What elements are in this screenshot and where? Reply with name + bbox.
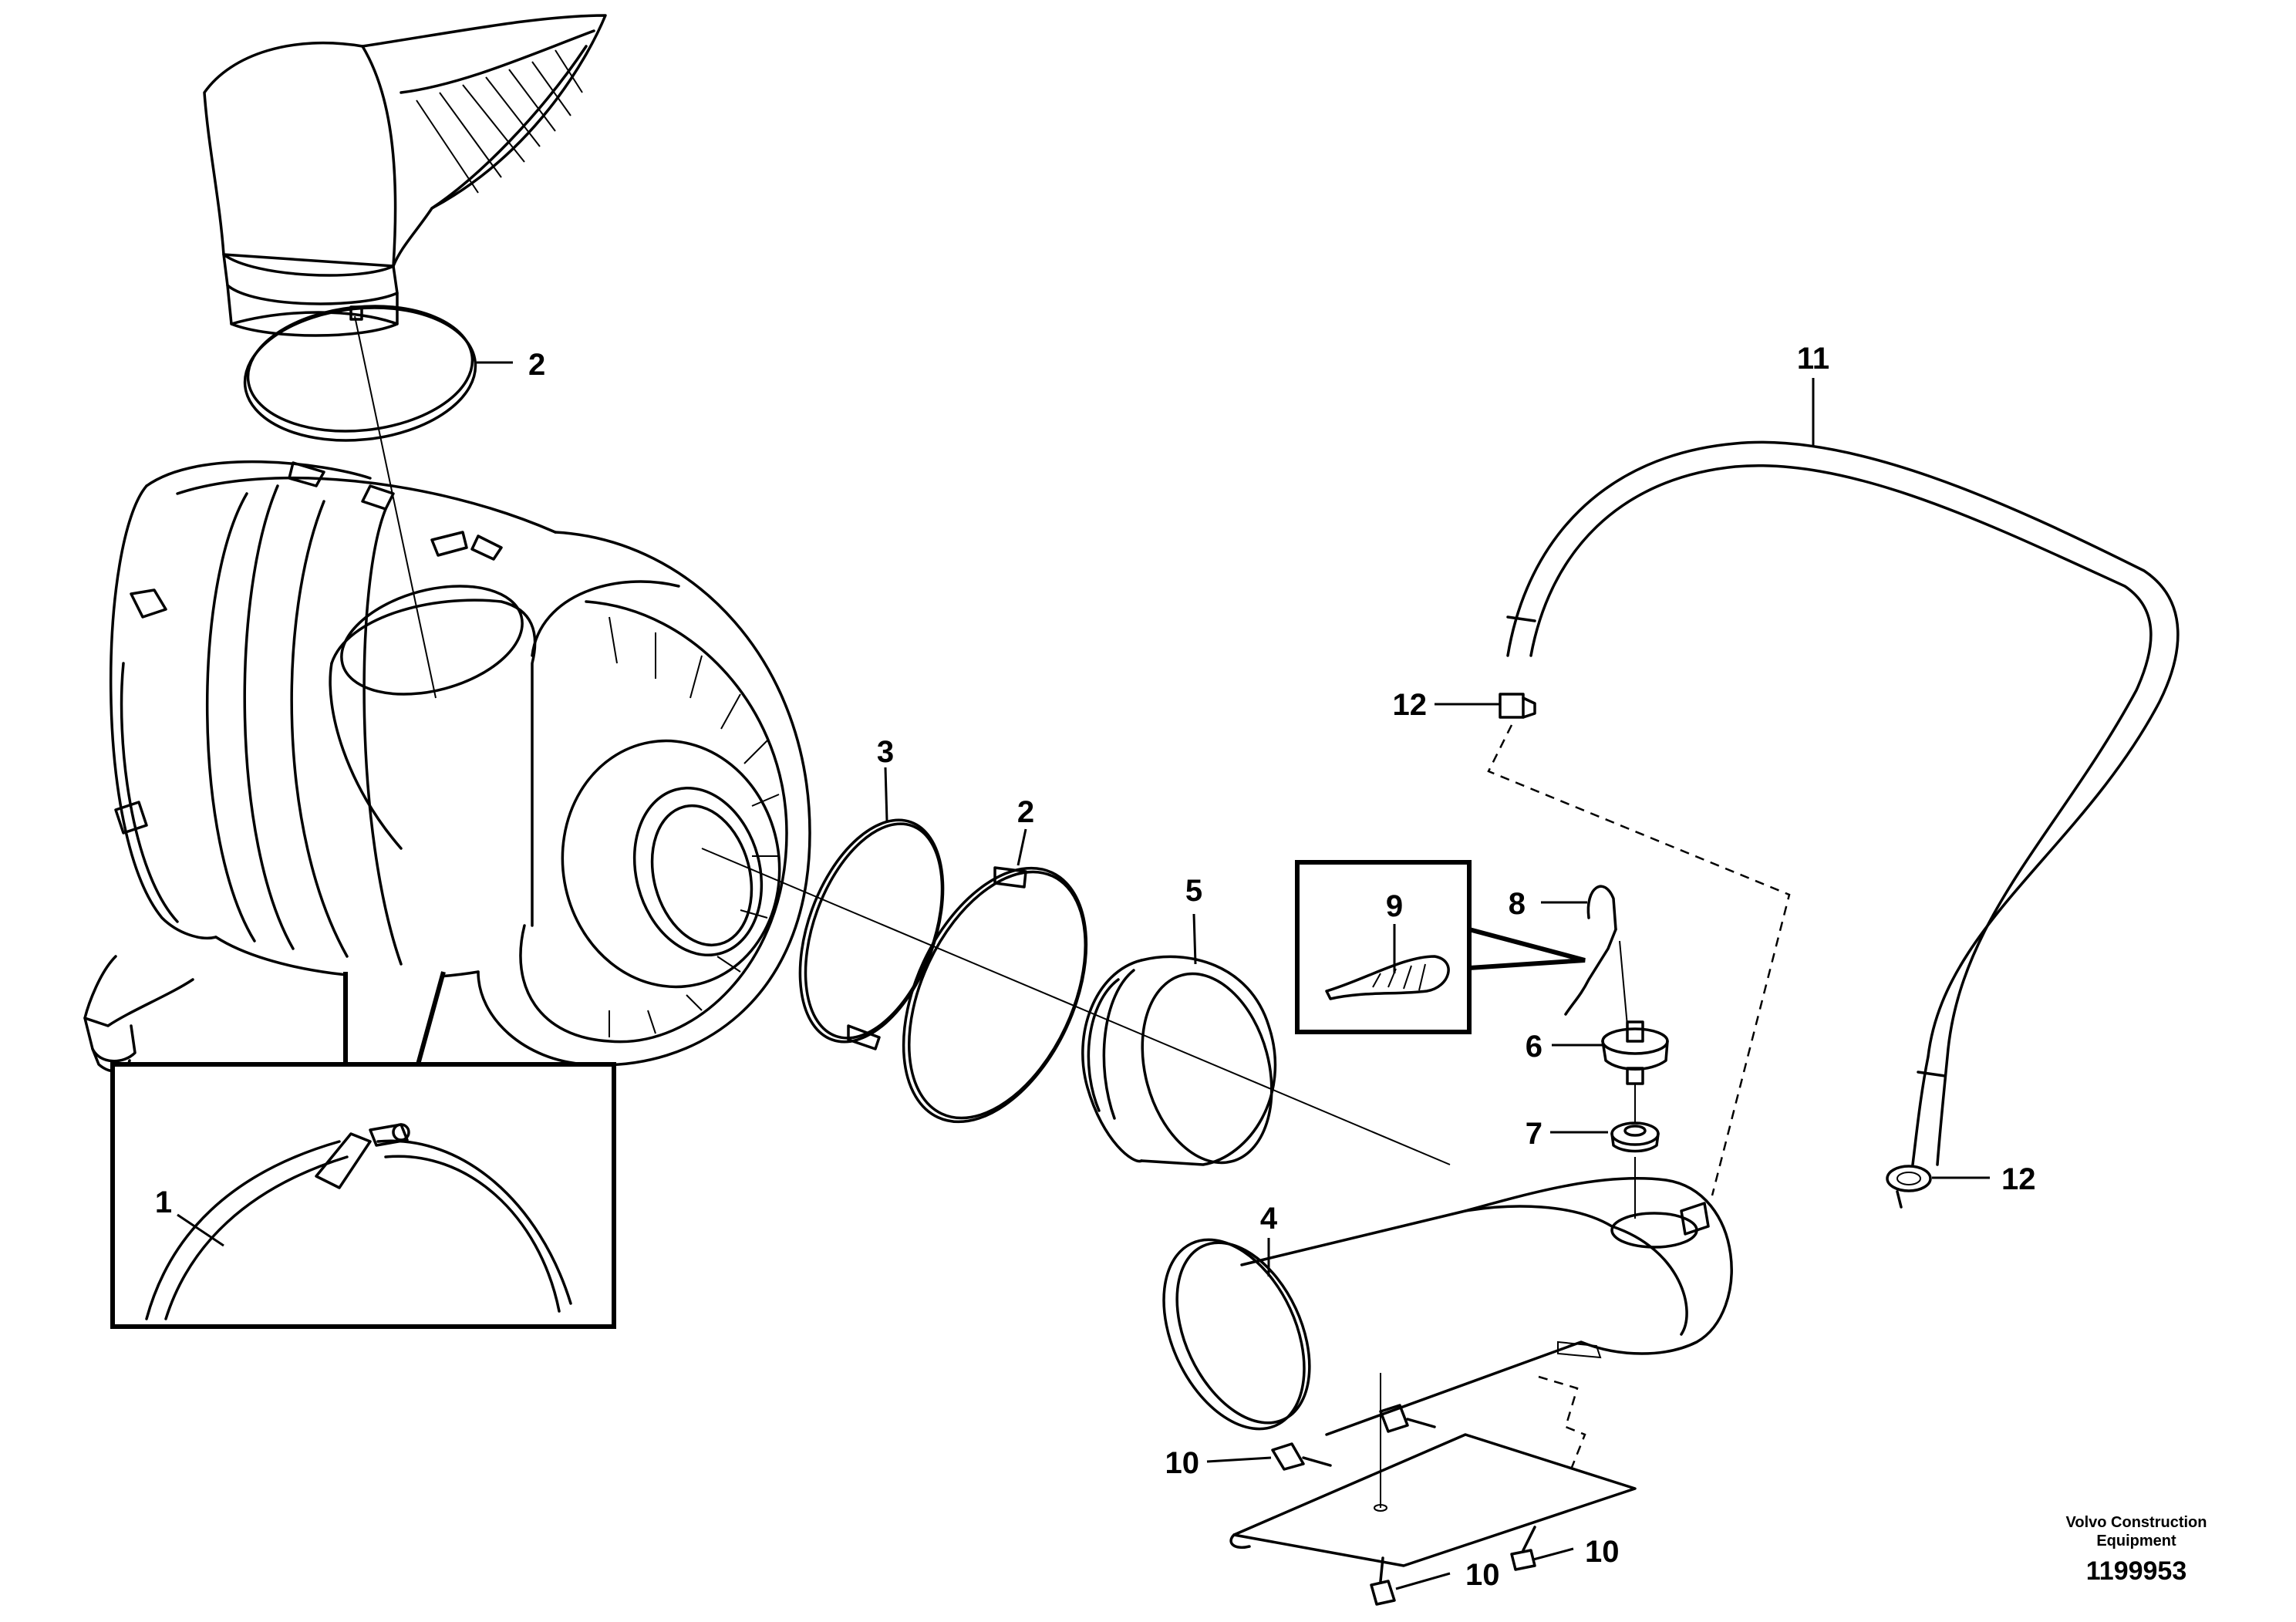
callout-3: 3 bbox=[877, 735, 894, 769]
callout-9: 9 bbox=[1386, 889, 1403, 923]
hose-11 bbox=[1506, 440, 2180, 1166]
air-filter-housing bbox=[83, 460, 811, 1073]
callout-12-right: 12 bbox=[2001, 1162, 2036, 1196]
caption-number: 1199953 bbox=[2086, 1556, 2187, 1586]
bracket-plate bbox=[1229, 1373, 1637, 1567]
inset-detail-1 bbox=[110, 971, 616, 1329]
bolt-10-b bbox=[1379, 1404, 1436, 1433]
callout-10-b: 10 bbox=[1465, 1558, 1500, 1592]
callout-10-a: 10 bbox=[1165, 1446, 1200, 1480]
caption-line-2: Equipment bbox=[2096, 1533, 2176, 1549]
callout-2-top: 2 bbox=[528, 348, 545, 382]
leader-lines bbox=[177, 361, 1990, 1590]
hose-clip-12-right bbox=[1886, 1165, 1932, 1209]
diagram-caption: Volvo Construction Equipment 1199953 bbox=[2066, 1514, 2207, 1586]
callout-11: 11 bbox=[1797, 342, 1829, 376]
callout-12-left: 12 bbox=[1393, 688, 1428, 722]
callout-1: 1 bbox=[155, 1185, 172, 1219]
callout-4: 4 bbox=[1260, 1202, 1278, 1236]
hose-routing-dashed bbox=[1487, 724, 1791, 1196]
bolt-10-a bbox=[1271, 1442, 1332, 1471]
clip-8 bbox=[1564, 885, 1628, 1027]
assembly-lines bbox=[354, 315, 1451, 1165]
bolt-10-c bbox=[1370, 1556, 1396, 1606]
hose-5 bbox=[1081, 955, 1277, 1166]
callout-8: 8 bbox=[1509, 887, 1526, 921]
caption-line-1: Volvo Construction bbox=[2066, 1514, 2207, 1531]
clamp-2-mid bbox=[902, 866, 1088, 1124]
pressure-sensor-6 bbox=[1601, 1020, 1669, 1085]
callout-6: 6 bbox=[1526, 1030, 1542, 1064]
bolt-10-d bbox=[1510, 1526, 1536, 1571]
gasket-7 bbox=[1610, 1121, 1660, 1153]
callout-2-mid: 2 bbox=[1017, 795, 1034, 829]
callout-7: 7 bbox=[1526, 1117, 1542, 1151]
clamp-ring-top bbox=[243, 305, 477, 442]
callout-labels: 1 2 3 2 5 4 9 8 6 7 10 10 10 11 12 12 bbox=[155, 342, 2036, 1592]
inlet-pipe-4 bbox=[1162, 1177, 1733, 1436]
precleaner-hood bbox=[203, 14, 607, 337]
hose-clip-12-left bbox=[1499, 693, 1536, 719]
callout-10-c: 10 bbox=[1585, 1535, 1620, 1569]
clamp-3 bbox=[798, 818, 945, 1050]
callout-5: 5 bbox=[1185, 874, 1202, 908]
inset-detail-9 bbox=[1295, 860, 1586, 1034]
